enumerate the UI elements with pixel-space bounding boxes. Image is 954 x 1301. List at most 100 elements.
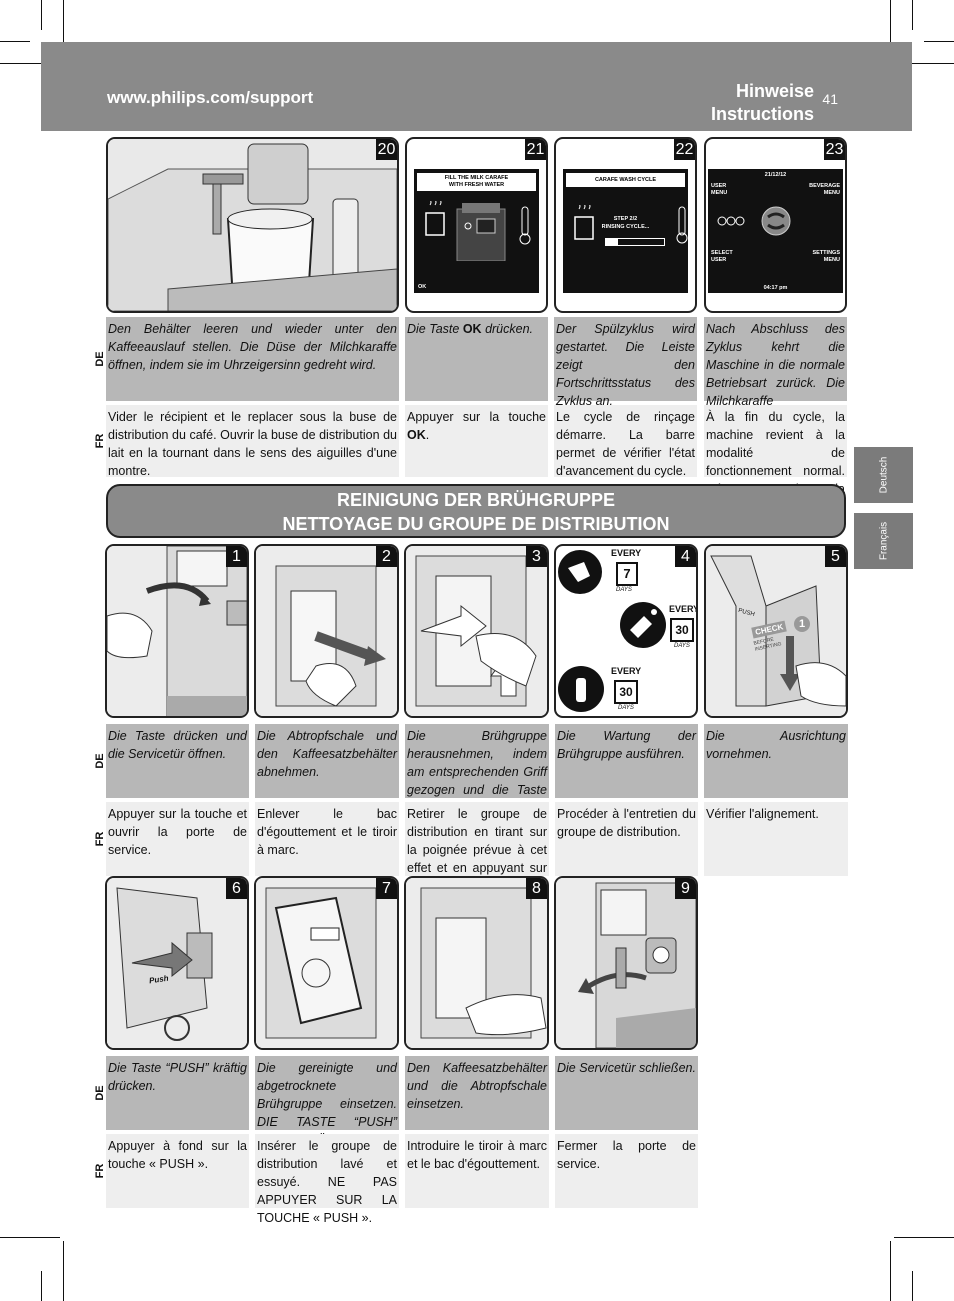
text-de-20: Den Behälter leeren und wieder unter den… (106, 317, 399, 401)
side-tab-francais: Français (854, 513, 913, 569)
crop-mark (63, 0, 64, 60)
status-text: RINSING CYCLE... (601, 224, 650, 230)
page-title-fr: Instructions (710, 104, 814, 124)
insert-drip-tray-illustration (406, 878, 547, 1048)
crop-mark (0, 1237, 60, 1238)
text-de-5: Die Ausrichtung vornehmen. (704, 724, 848, 798)
step-number: 3 (526, 546, 547, 567)
text-fr-5: Vérifier l'alignement. (704, 802, 848, 876)
page-title-de: Hinweise (735, 81, 814, 101)
step-text: STEP 2/2 (613, 216, 638, 222)
coffee-machine-carafe-illustration (108, 139, 397, 311)
insert-brew-group-illustration (256, 878, 397, 1048)
step-number: 7 (376, 878, 397, 899)
step-number: 2 (376, 546, 397, 567)
calendar-30-icon: 30 (670, 618, 694, 642)
text-de-9: Die Servicetür schließen. (555, 1056, 698, 1130)
support-url[interactable]: www.philips.com/support (107, 88, 314, 107)
step-number: 23 (824, 139, 845, 160)
text-fr-21: Appuyer sur la touche OK. (405, 405, 548, 477)
page-title: Hinweise Instructions (711, 80, 814, 126)
figure-20: 20 (106, 137, 399, 313)
days-label: DAYS (618, 705, 634, 711)
remove-brew-group-illustration (406, 546, 547, 716)
every-label: EVERY (669, 604, 698, 614)
page-header: www.philips.com/support Hinweise Instruc… (41, 42, 912, 131)
text-fr-20: Vider le récipient et le replacer sous l… (106, 405, 399, 478)
display-screen: CARAFE WASH CYCLE STEP 2/2 RINSING CYCLE… (563, 169, 688, 293)
remove-drip-tray-illustration (256, 546, 397, 716)
figure-8: 8 (404, 876, 549, 1050)
days-label: DAYS (674, 643, 690, 649)
section-title-de: REINIGUNG DER BRÜHGRUPPE (336, 490, 616, 510)
calendar-30-icon: 30 (614, 680, 638, 704)
text-fr-6: Appuyer à fond sur la touche « PUSH ». (106, 1134, 249, 1208)
step-number: 1 (226, 546, 247, 567)
figure-9: 9 (554, 876, 698, 1050)
screen-date: 21/12/12 (764, 172, 787, 178)
text-fr-9: Fermer la porte de service. (555, 1134, 698, 1208)
step-number: 20 (376, 139, 397, 160)
text-de-3: Die Brühgruppe herausnehmen, indem am en… (405, 724, 549, 815)
lang-label-fr: FR (94, 1163, 106, 1179)
crop-mark (0, 41, 30, 42)
step-number: 21 (525, 139, 546, 160)
step-number: 8 (526, 878, 547, 899)
close-service-door-illustration (556, 878, 696, 1048)
crop-mark (912, 1271, 913, 1301)
lang-label-fr: FR (94, 433, 106, 449)
text-fr-1: Appuyer sur la touche et ouvrir la porte… (106, 802, 249, 876)
text-de-4: Die Wartung der Brühgruppe ausführen. (555, 724, 698, 798)
crop-mark (41, 1271, 42, 1301)
clean-tablet-icon (558, 666, 604, 712)
figure-7: 7 (254, 876, 399, 1050)
open-service-door-illustration (107, 546, 247, 716)
text-de-6: Die Taste “PUSH” kräftig drücken. (106, 1056, 249, 1130)
progress-bar (605, 238, 665, 246)
carafe-icon (574, 205, 688, 244)
figure-2: 2 (254, 544, 399, 718)
display-screen: FILL THE MILK CARAFE WITH FRESH WATER OK (414, 169, 539, 293)
crop-mark (894, 1237, 954, 1238)
text-fr-8: Introduire le tiroir à marc et le bac d'… (405, 1134, 549, 1208)
crop-mark (41, 0, 42, 30)
crop-mark (890, 0, 891, 60)
text-de-7: Die gereinigte und abgetrocknete Brühgru… (255, 1056, 399, 1147)
text-de-23: Nach Abschluss des Zyklus kehrt die Masc… (704, 317, 847, 444)
figure-22: 22 CARAFE WASH CYCLE STEP 2/2 RINSING CY… (554, 137, 697, 313)
text-fr-3: Retirer le groupe de distribution en tir… (405, 802, 549, 893)
text-de-1: Die Taste drücken und die Servicetür öff… (106, 724, 249, 798)
screen-time: 04:17 pm (763, 285, 788, 291)
ok-label[interactable]: OK (418, 284, 427, 290)
section-title: REINIGUNG DER BRÜHGRUPPE NETTOYAGE DU GR… (106, 484, 846, 538)
figure-21: 21 FILL THE MILK CARAFE WITH FRESH WATER… (405, 137, 548, 313)
crop-mark (0, 63, 60, 64)
screen-title: CARAFE WASH CYCLE (566, 173, 685, 187)
figure-3: 3 (404, 544, 549, 718)
crop-mark (924, 41, 954, 42)
brand-logo-icon (717, 206, 791, 236)
crop-mark (63, 1241, 64, 1301)
step-number: 6 (226, 878, 247, 899)
days-label: DAYS (616, 587, 632, 593)
press-push-button-illustration (107, 878, 247, 1048)
crop-mark (894, 63, 954, 64)
step-number: 9 (675, 878, 696, 899)
crop-mark (912, 0, 913, 30)
step-number: 5 (825, 546, 846, 567)
text-de-21: Die Taste OK drücken. (405, 317, 548, 401)
step-marker: 1 (794, 616, 810, 632)
every-label: EVERY (611, 548, 642, 558)
ok-button-label: OK (407, 428, 426, 442)
calendar-7-icon: 7 (616, 562, 638, 586)
page-number: 41 (822, 91, 838, 107)
lang-label-fr: FR (94, 831, 106, 847)
text-de-2: Die Abtropfschale und den Kaffeesatzbehä… (255, 724, 399, 798)
text-de-22: Der Spülzyklus wird gestartet. Die Leist… (554, 317, 697, 408)
